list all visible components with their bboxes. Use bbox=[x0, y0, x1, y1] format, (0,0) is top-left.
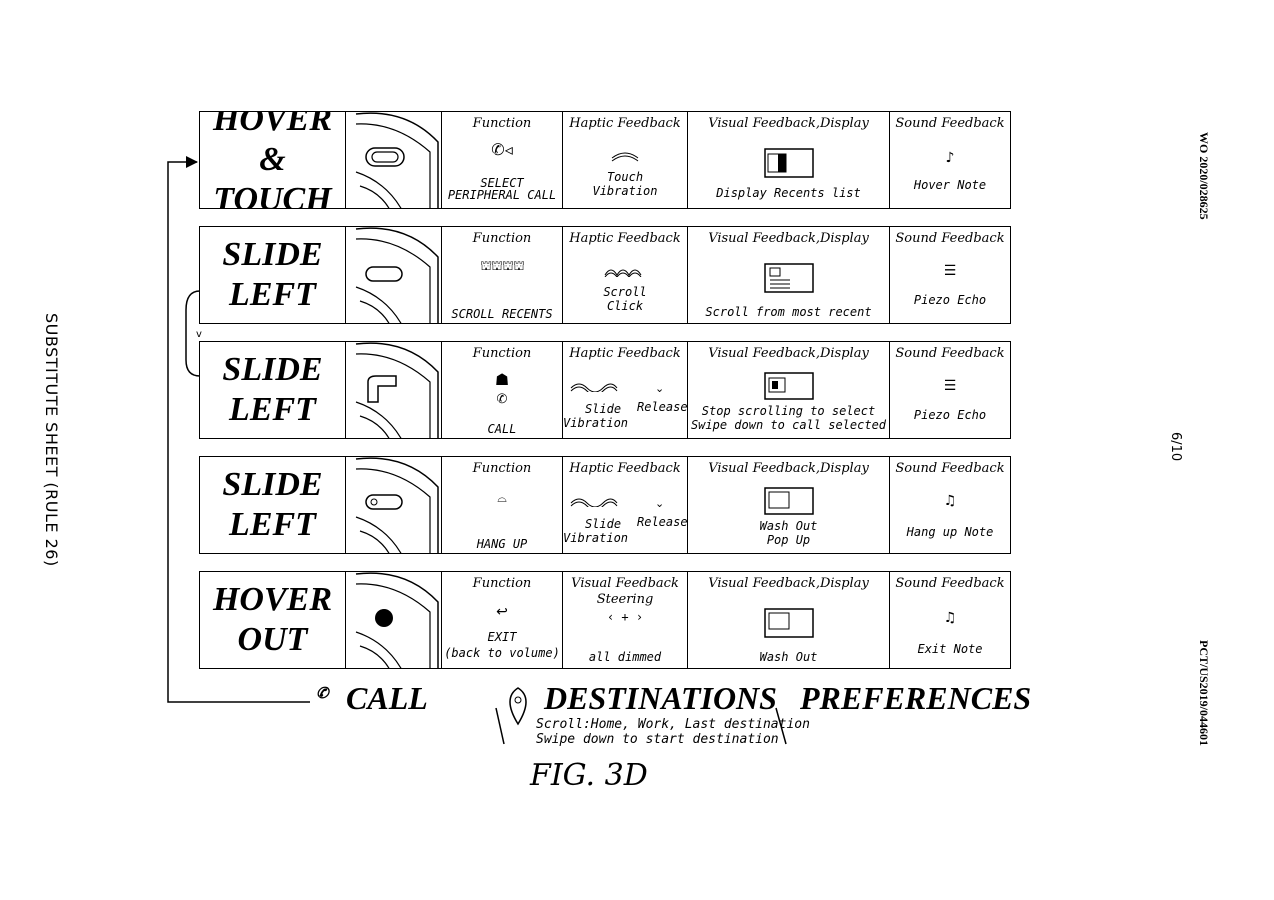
hand-svg bbox=[355, 572, 439, 668]
vibration-icon bbox=[611, 152, 639, 162]
sound-cell: Sound Feedback ♪ Hover Note bbox=[890, 112, 1010, 208]
note-icon: ♫ bbox=[943, 610, 957, 626]
function-cell: Function ⌓ HANG UP bbox=[442, 457, 563, 553]
hand-svg bbox=[355, 112, 439, 208]
call-label: CALL bbox=[346, 680, 428, 716]
echo-icon: ☰ bbox=[943, 263, 957, 279]
function-cell: Function ↩ EXIT (back to volume) bbox=[442, 572, 563, 668]
hang-up-icon: ⌓ bbox=[497, 491, 507, 505]
function-cell: Function ✆◃ SELECT PERIPHERAL CALL bbox=[442, 112, 563, 208]
haptic-cell: Haptic Feedback ⌄ Slide Vibration Releas… bbox=[563, 457, 688, 553]
page-number: 6/10 bbox=[1168, 432, 1183, 462]
scroll-display-icon bbox=[763, 263, 814, 293]
display-list-icon bbox=[763, 148, 814, 178]
slide-vibration-icon bbox=[570, 498, 618, 507]
hand-svg bbox=[355, 227, 439, 323]
visual-cell: Visual Feedback,Display Stop scrolling t… bbox=[688, 342, 890, 438]
haptic-cell: Haptic Feedback ⌄ Slide Vibration Releas… bbox=[563, 342, 688, 438]
visual-cell: Visual Feedback,Display Wash Out Pop Up bbox=[688, 457, 890, 553]
note-icon: ♪ bbox=[945, 150, 955, 166]
haptic-cell: Haptic Feedback Touch Vibration bbox=[563, 112, 688, 208]
visual-cell: Visual Feedback,Display Display Recents … bbox=[688, 112, 890, 208]
contacts-row-icon: ⛫⛫⛫⛫ bbox=[480, 259, 525, 274]
sound-cell: Sound Feedback ♫ Hang up Note bbox=[895, 461, 1005, 539]
function-cell: Function ☗ ✆ CALL bbox=[442, 342, 563, 438]
exit-arrow-icon: ↩ bbox=[496, 604, 508, 620]
click-vibration-icon bbox=[604, 269, 642, 277]
haptic-header: Haptic Feedback bbox=[569, 116, 681, 131]
release-icon: ⌄ bbox=[655, 382, 665, 395]
gesture-row: HOVER &TOUCH Function ✆◃ SELECT PERIPHER… bbox=[199, 111, 1011, 209]
function-header: Function bbox=[472, 116, 532, 131]
sound-header: Sound Feedback bbox=[895, 116, 1005, 131]
select-display-icon bbox=[763, 372, 814, 400]
hand-illustration bbox=[346, 572, 442, 668]
steering-icon: ‹ + › bbox=[606, 610, 644, 624]
destinations-label: DESTINATIONS bbox=[544, 680, 777, 716]
visual-cell: Visual Feedback,Display Wash Out bbox=[688, 572, 890, 668]
haptic-cell: Visual Feedback Steering ‹ + › all dimme… bbox=[563, 572, 688, 668]
release-icon: ⌄ bbox=[655, 497, 665, 510]
preferences-label: PREFERENCES bbox=[800, 680, 1032, 716]
svg-text:v: v bbox=[196, 329, 202, 340]
visual-header: Visual Feedback,Display bbox=[708, 116, 869, 131]
hand-illustration bbox=[346, 457, 442, 553]
contact-call-icon: ☗ bbox=[494, 370, 510, 389]
application-number: PCT/US2019/044601 bbox=[1197, 640, 1211, 747]
hand-svg bbox=[355, 457, 439, 553]
hand-illustration bbox=[346, 342, 442, 438]
slide-vibration-icon bbox=[570, 383, 618, 392]
bracket-right bbox=[775, 707, 787, 745]
sound-cell: Sound Feedback ☰ Piezo Echo bbox=[895, 231, 1005, 307]
destinations-line-1: Scroll:Home, Work, Last destination bbox=[536, 717, 810, 732]
phone-icon: ✆ bbox=[496, 392, 508, 407]
echo-icon: ☰ bbox=[943, 378, 957, 394]
washout-display-icon bbox=[763, 608, 814, 638]
substitute-sheet-label: SUBSTITUTE SHEET (RULE 26) bbox=[42, 313, 61, 567]
function-cell: Function ⛫⛫⛫⛫ SCROLL RECENTS bbox=[442, 227, 563, 323]
hand-illustration bbox=[346, 112, 442, 208]
destination-pin-icon bbox=[495, 687, 527, 745]
haptic-cell: Haptic Feedback Scroll Click bbox=[563, 227, 688, 323]
sound-cell: Sound Feedback ☰ Piezo Echo bbox=[895, 346, 1005, 422]
hand-svg bbox=[355, 342, 439, 438]
figure-label: FIG. 3D bbox=[530, 758, 648, 793]
publication-number: WO 2020/028625 bbox=[1197, 132, 1211, 220]
sound-cell: Sound Feedback ♫ Exit Note bbox=[895, 576, 1005, 656]
hand-illustration bbox=[346, 227, 442, 323]
visual-cell: Visual Feedback,Display Scroll from most… bbox=[688, 227, 890, 323]
washout-display-icon bbox=[763, 487, 814, 515]
gesture-label: HOVER &TOUCH bbox=[200, 112, 346, 208]
phone-ring-icon: ✆◃ bbox=[491, 140, 513, 159]
note-icon: ♫ bbox=[943, 493, 957, 509]
destinations-line-2: Swipe down to start destination bbox=[536, 732, 779, 747]
phone-icon: ✆ bbox=[316, 686, 329, 702]
